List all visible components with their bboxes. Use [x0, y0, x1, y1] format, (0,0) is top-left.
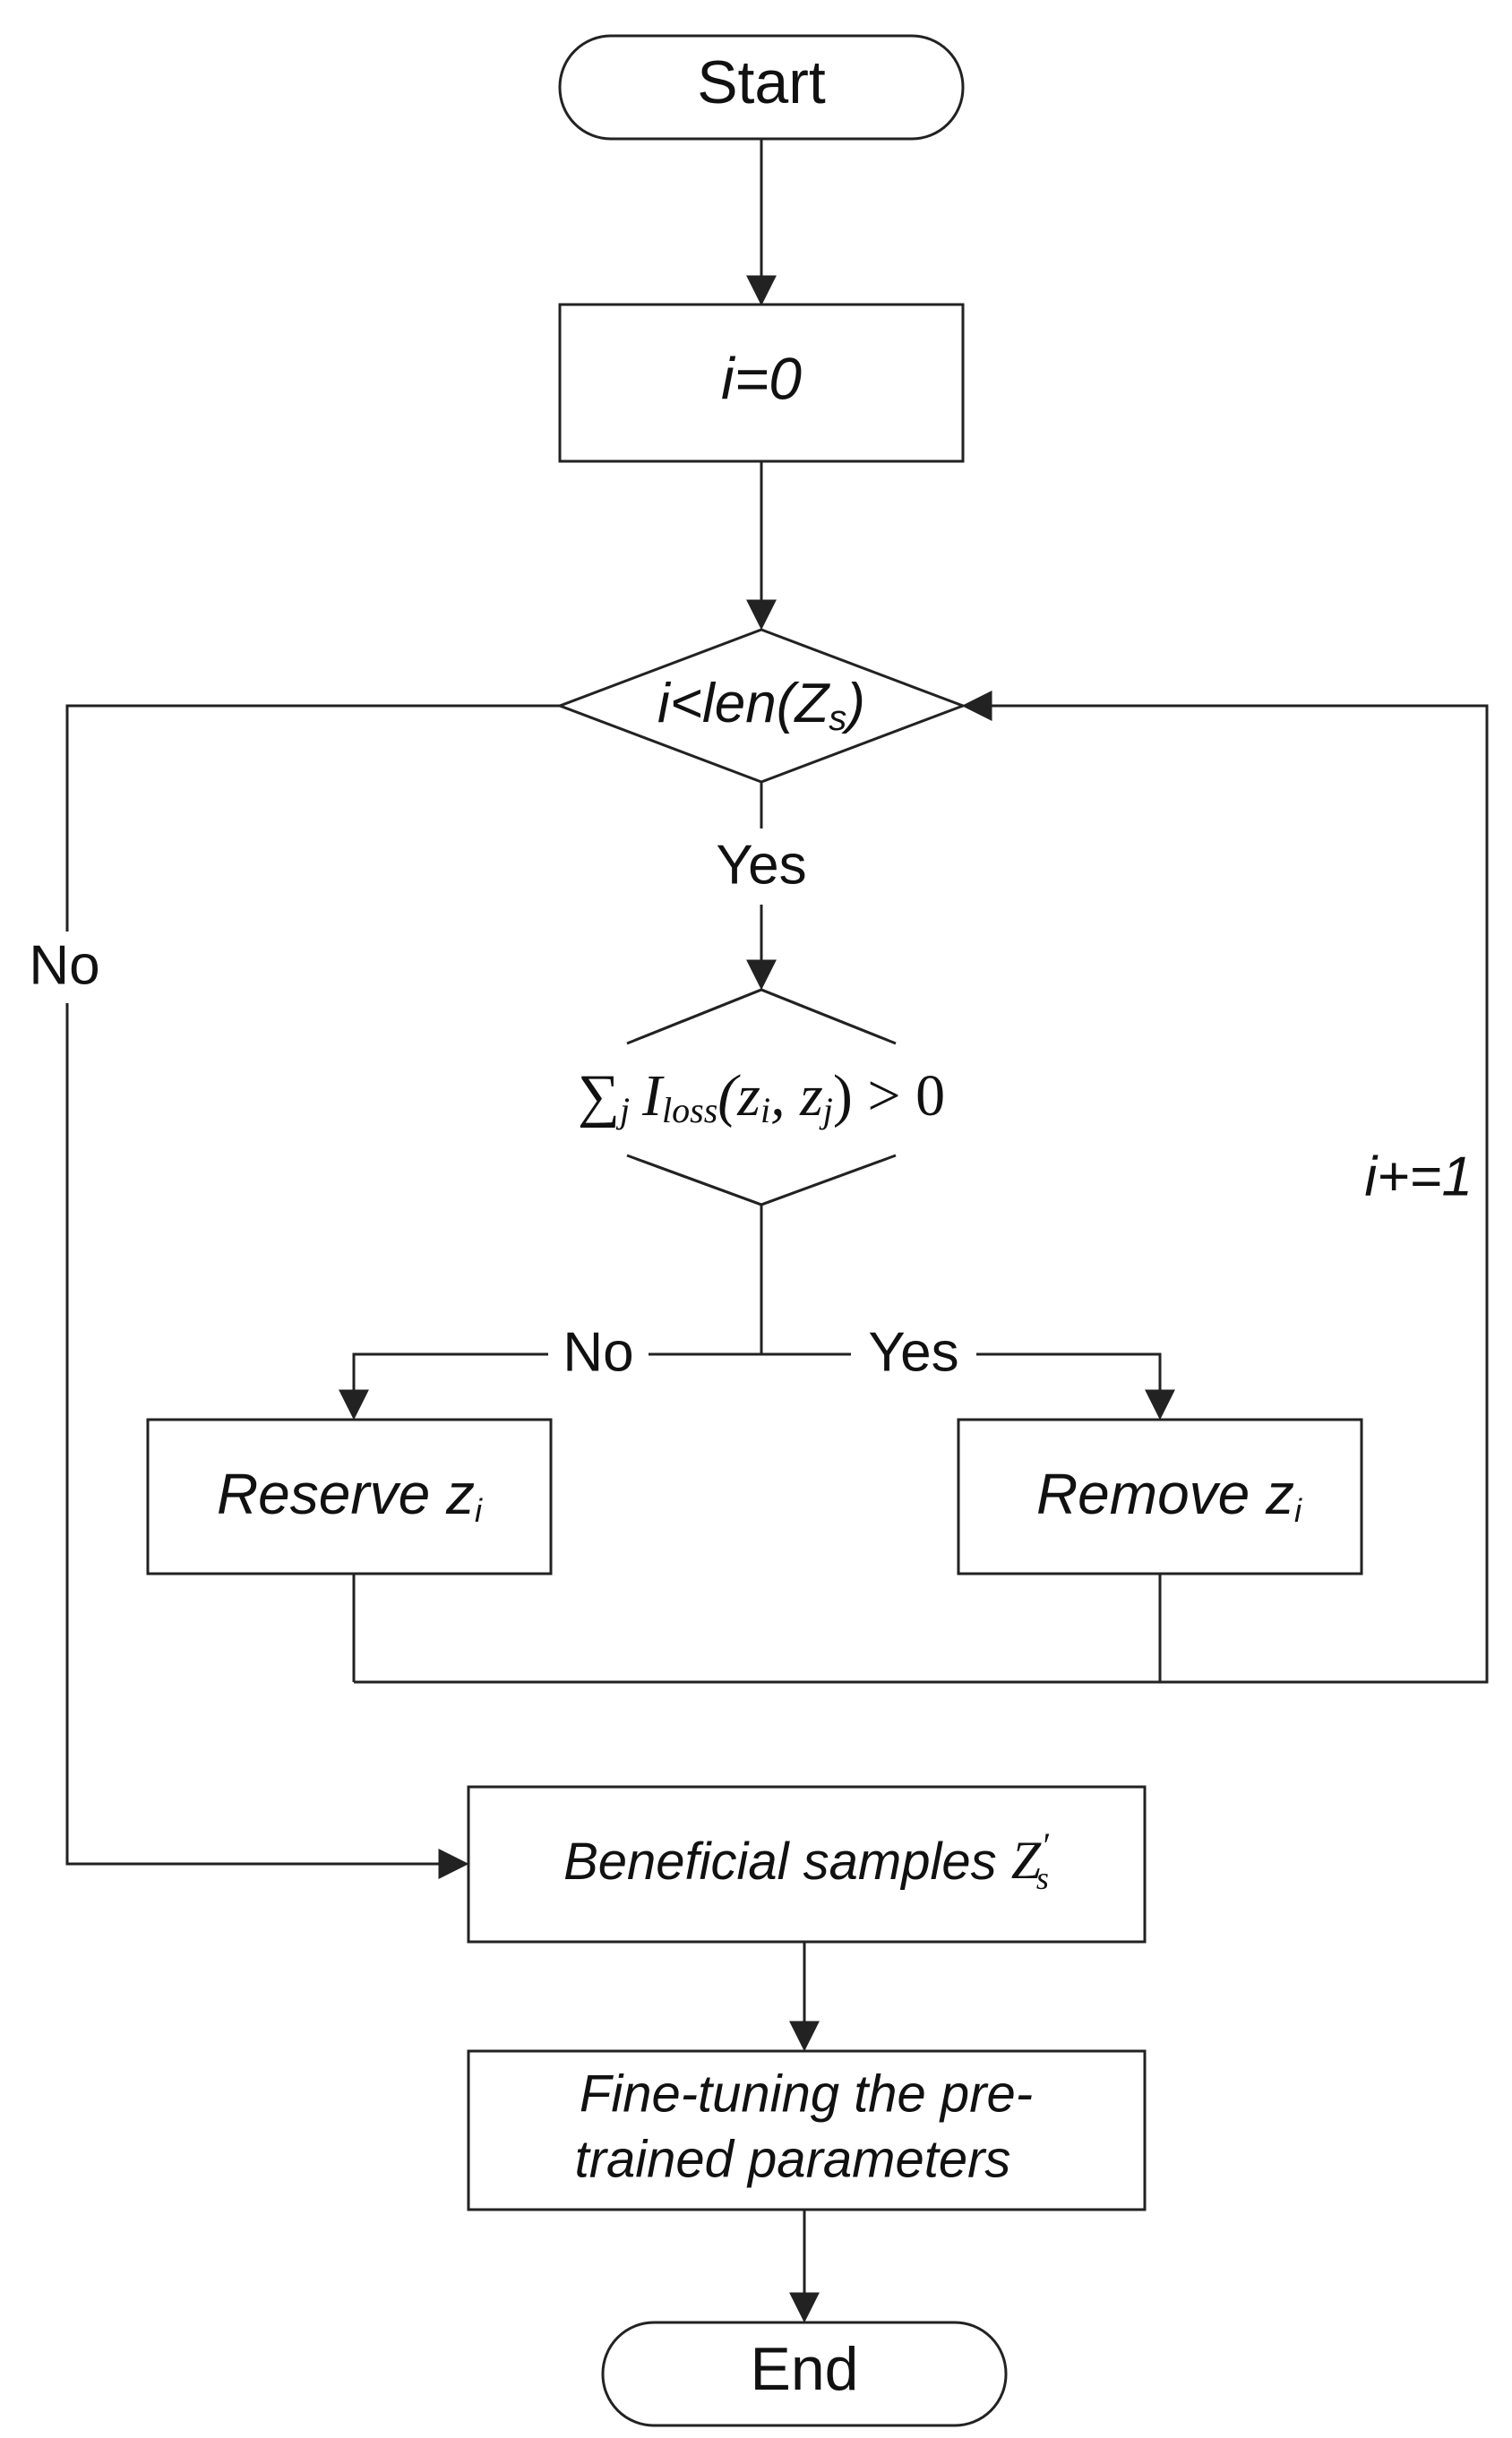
reserve-node: Reserve zi	[146, 1418, 553, 1575]
remove-node: Remove zi	[957, 1418, 1363, 1575]
start-node: Start	[558, 34, 965, 141]
cond-no-label: No	[563, 1321, 633, 1383]
remove-label: Remove zi	[1036, 1462, 1302, 1529]
beneficial-node: Beneficial samples Z′s	[467, 1785, 1147, 1944]
finetune-label-line1: Fine-tuning the pre-	[580, 2065, 1033, 2123]
edge-loopback	[354, 691, 1489, 1684]
start-label: Start	[697, 48, 826, 116]
init-label: i=0	[721, 345, 802, 411]
finetune-label-line2: trained parameters	[575, 2130, 1011, 2188]
loop-condition-node: i<len(Zs)	[555, 628, 967, 784]
finetune-node: Fine-tuning the pre- trained parameters	[467, 2049, 1147, 2211]
cond-yes-label: Yes	[868, 1321, 958, 1383]
beneficial-label: Beneficial samples Z′s	[563, 1825, 1050, 1896]
loop-condition-label: i<len(Zs)	[657, 673, 865, 737]
edge-loop-no-to-beneficial	[65, 704, 560, 1879]
init-node: i=0	[558, 303, 965, 463]
reserve-label: Reserve zi	[217, 1462, 483, 1529]
end-label: End	[751, 2335, 859, 2403]
loop-yes-label: Yes	[716, 834, 806, 896]
loop-no-label: No	[29, 934, 99, 996]
end-node: End	[601, 2321, 1008, 2427]
increment-label: i+=1	[1364, 1146, 1473, 1207]
